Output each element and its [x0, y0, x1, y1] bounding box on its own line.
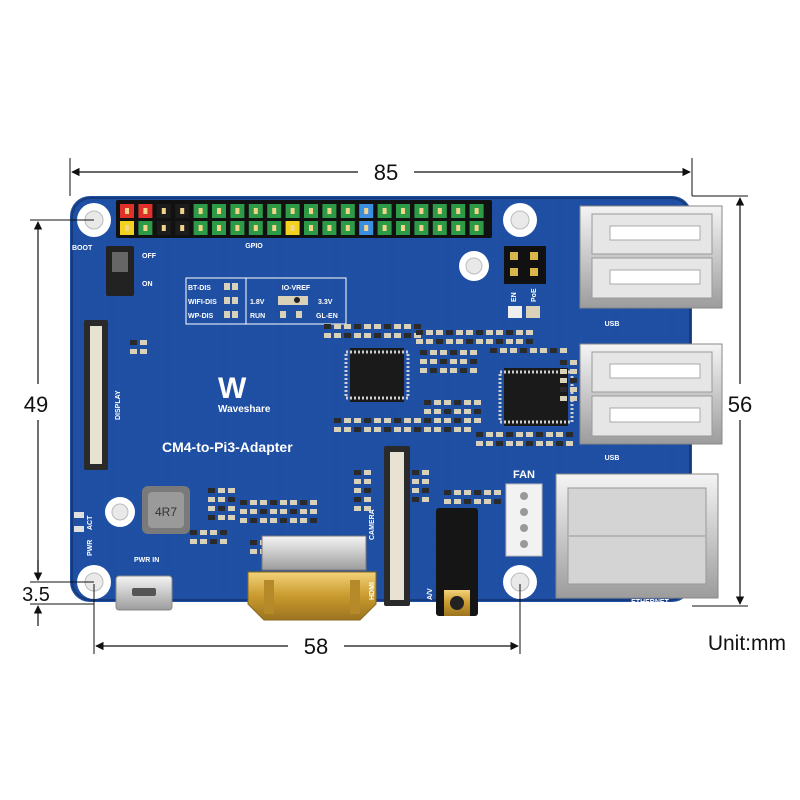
chip-usb-hub	[344, 348, 410, 402]
mounting-hole-bottom-right	[503, 565, 537, 599]
gpio-header: GPIO	[116, 200, 492, 250]
inductor-label: 4R7	[155, 505, 177, 519]
width-total-value: 85	[374, 160, 398, 185]
dimension-hole-offset: 3.5	[22, 560, 94, 626]
usb-port-top: USB	[579, 205, 723, 328]
mounting-hole-top-right	[503, 203, 537, 237]
wifi-dis-label: WIFI-DIS	[188, 299, 217, 306]
inductor: 4R7	[142, 486, 190, 534]
width-holes-value: 58	[304, 634, 328, 659]
boot-switch: BOOT OFF ON	[72, 245, 157, 296]
boot-off-label: OFF	[142, 253, 157, 260]
chip-controller	[498, 368, 574, 426]
display-label: DISPLAY	[115, 390, 122, 420]
hdmi-port: HDMI	[247, 535, 377, 621]
waveshare-logo-icon: W	[218, 372, 247, 405]
en-label: EN	[511, 292, 518, 302]
unit-label: Unit:mm	[708, 632, 786, 655]
poe-header: EN PoE	[504, 246, 546, 318]
dimension-height-total: 56	[692, 195, 752, 607]
brand-logo: W Waveshare	[218, 372, 271, 415]
usb-port-bottom: USB	[579, 343, 723, 462]
mounting-hole-mid-left	[105, 497, 135, 527]
pwr-led-label: PWR	[87, 540, 94, 556]
brand-name: Waveshare	[218, 404, 271, 415]
passive-components	[130, 324, 577, 554]
usb-bottom-label: USB	[605, 455, 620, 462]
v33-label: 3.3V	[318, 299, 333, 306]
audio-jack: A/V	[427, 508, 478, 616]
bt-dis-label: BT-DIS	[188, 285, 211, 292]
poe-label: PoE	[531, 288, 538, 302]
status-leds: PWR ACT	[74, 512, 94, 556]
v18-label: 1.8V	[250, 299, 265, 306]
io-vref-label: IO-VREF	[282, 285, 311, 292]
boot-on-label: ON	[142, 281, 153, 288]
ethernet-label: ETHERNET	[631, 599, 669, 606]
height-holes-value: 49	[24, 392, 48, 417]
mounting-hole-mid-right	[459, 251, 489, 281]
config-switch-block: BT-DIS WIFI-DIS WP-DIS IO-VREF 1.8V 3.3V…	[185, 277, 347, 325]
ethernet-port: ETHERNET	[555, 473, 719, 606]
gl-en-label: GL-EN	[316, 313, 338, 320]
fan-header: FAN	[505, 469, 543, 557]
board-name: CM4-to-Pi3-Adapter	[162, 439, 293, 455]
display-connector: DISPLAY	[84, 320, 122, 470]
hdmi-label: HDMI	[369, 582, 376, 600]
wp-dis-label: WP-DIS	[188, 313, 214, 320]
boot-label: BOOT	[72, 245, 93, 252]
camera-connector: CAMERA	[369, 446, 410, 606]
height-total-value: 56	[728, 392, 752, 417]
pwr-in-label: PWR IN	[134, 557, 159, 564]
usb-top-label: USB	[605, 321, 620, 328]
act-led-label: ACT	[87, 515, 94, 530]
power-input-port: PWR IN	[115, 557, 173, 611]
camera-label: CAMERA	[369, 509, 376, 540]
fan-label: FAN	[513, 469, 535, 481]
run-label: RUN	[250, 313, 265, 320]
mounting-holes	[77, 203, 537, 599]
hole-offset-value: 3.5	[22, 584, 50, 606]
dimension-width-total: 85	[69, 158, 693, 196]
gpio-label: GPIO	[245, 243, 263, 250]
av-label: A/V	[427, 588, 434, 600]
dimension-height-holes: 49	[24, 219, 94, 583]
dimension-width-holes: 58	[93, 584, 521, 659]
